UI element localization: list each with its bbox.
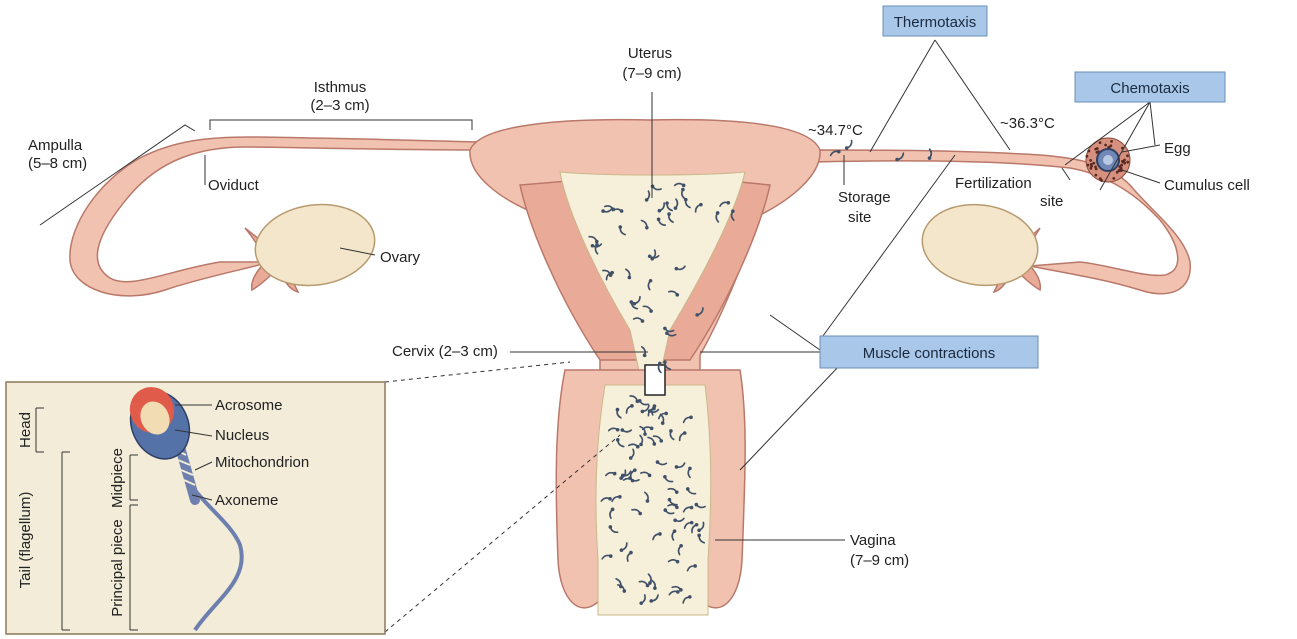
isthmus-length: (2–3 cm) [310,97,369,114]
storage-site-label: Storage [838,189,891,206]
cumulus-cell [1089,159,1092,162]
vagina-label: Vagina [850,532,896,549]
cumulus-cell-label: Cumulus cell [1164,177,1250,194]
cumulus-cell [1089,167,1092,170]
cumulus-cell [1126,154,1129,157]
oviduct-label: Oviduct [208,177,260,194]
muscle-contractions-callout: Muscle contractions [820,336,1038,368]
svg-text:Thermotaxis: Thermotaxis [894,14,977,31]
uterus-label: Uterus [628,45,672,62]
chemotaxis-callout: Chemotaxis [1075,72,1225,102]
axoneme-label: Axoneme [215,492,278,509]
thermotaxis-callout: Thermotaxis [883,6,987,36]
vagina-length: (7–9 cm) [850,552,909,569]
cumulus-cell [1099,177,1102,180]
cumulus-cell [1092,162,1095,165]
sperm-inset: Acrosome Nucleus Mitochondrion Axoneme H… [6,380,385,634]
cumulus-cell [1086,155,1089,158]
cumulus-cell [1110,140,1113,143]
cumulus-cell [1087,164,1090,167]
nucleus-label: Nucleus [215,427,269,444]
cumulus-cell [1126,161,1129,164]
cumulus-cell [1087,150,1090,153]
cumulus-cell [1099,141,1102,144]
cumulus-cell [1118,165,1121,168]
tail-label: Tail (flagellum) [17,492,34,589]
cumulus-cell [1094,174,1097,177]
cervix-marker [645,365,665,395]
storage-site-label-2: site [848,209,871,226]
cumulus-cell [1123,159,1126,162]
cumulus-cell [1104,144,1107,147]
acrosome-label: Acrosome [215,397,283,414]
cumulus-cell [1116,171,1119,174]
head-label: Head [17,412,34,448]
cumulus-cell [1095,168,1098,171]
isthmus-label: Isthmus [314,79,367,96]
fertilization-site-label-2: site [1040,193,1063,210]
mitochondrion-label: Mitochondrion [215,454,309,471]
ampulla-length: (5–8 cm) [28,155,87,172]
cumulus-cell [1123,162,1126,165]
ampulla-label: Ampulla [28,137,83,154]
uterus-length: (7–9 cm) [622,65,681,82]
principal-piece-label: Principal piece [109,519,126,617]
ovary-label: Ovary [380,249,421,266]
egg-label: Egg [1164,140,1191,157]
cumulus-cell [1096,151,1099,154]
left-ovary [250,197,380,293]
sperm-cell [845,140,852,149]
temp-left-label: ~34.7°C [808,122,863,139]
cumulus-cell [1112,177,1115,180]
cumulus-cell [1094,148,1097,151]
temp-right-label: ~36.3°C [1000,115,1055,132]
midpiece-label: Midpiece [109,448,126,508]
fertilization-site-label: Fertilization [955,175,1032,192]
svg-text:Chemotaxis: Chemotaxis [1110,80,1189,97]
uterus [470,120,820,375]
cervix-label: Cervix (2–3 cm) [392,343,498,360]
svg-text:Muscle contractions: Muscle contractions [863,345,996,362]
